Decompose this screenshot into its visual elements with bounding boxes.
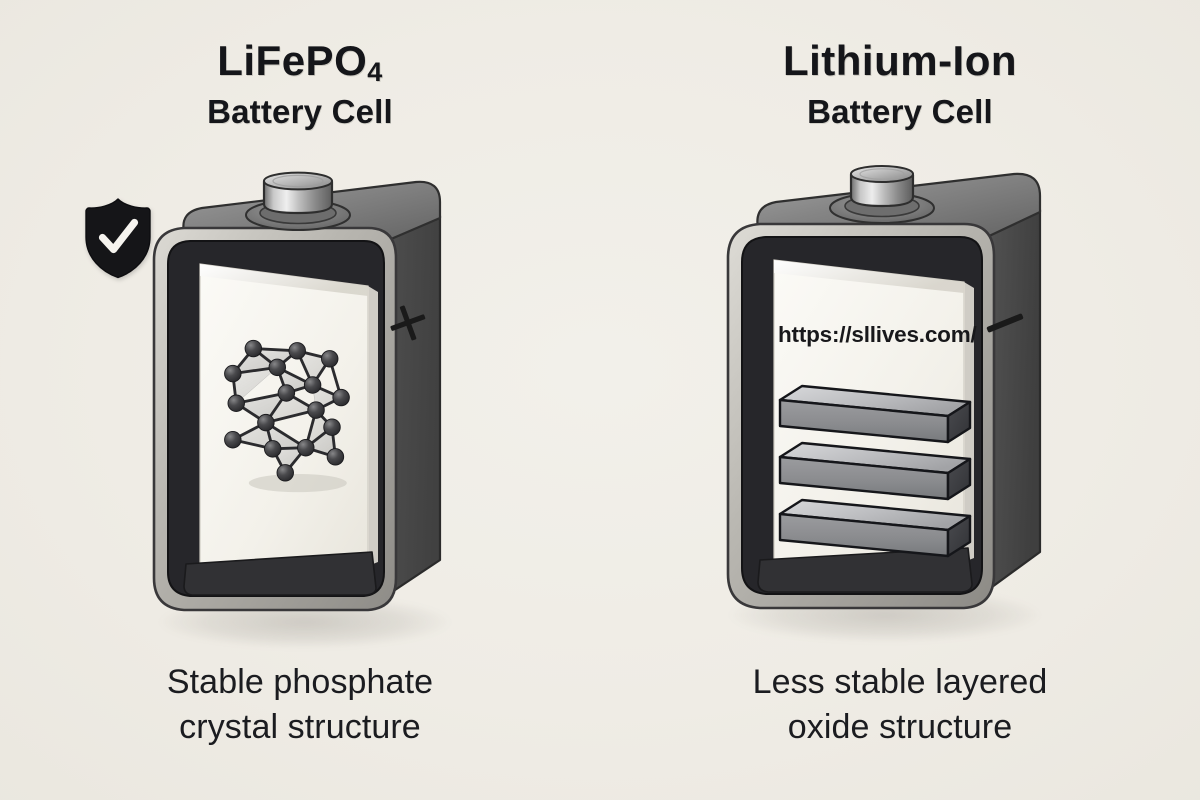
lattice-node	[268, 358, 287, 377]
title-chemistry: Lithium-Ion	[600, 38, 1200, 87]
title-chemistry-main: Lithium-Ion	[782, 37, 1018, 84]
battery-cell-lithium-ion: https://sllives.com/	[718, 160, 1058, 640]
panel-title-lithium-ion: Lithium-Ion Battery Cell	[600, 38, 1200, 131]
lattice-node	[244, 339, 263, 358]
lattice-node	[332, 388, 350, 407]
shield-check-icon	[82, 196, 154, 285]
lattice-node	[303, 376, 322, 394]
title-chemistry: LiFePO4	[0, 38, 600, 87]
lattice-node	[323, 418, 341, 436]
lattice-node	[276, 464, 294, 482]
layered-oxide-slabs	[778, 384, 972, 558]
oxide-slab	[778, 498, 972, 558]
crystal-lattice	[224, 339, 350, 493]
lattice-node	[224, 364, 242, 383]
caption-line-2: crystal structure	[179, 707, 421, 746]
caption-lithium-ion: Less stable layered oxide structure	[600, 660, 1200, 750]
battery-lifepo4-svg	[152, 171, 442, 612]
lattice-nodes	[224, 339, 350, 482]
watermark-url: https://sllives.com/	[778, 322, 978, 347]
battery-liion-svg: https://sllives.com/	[726, 165, 1042, 610]
lattice-node	[277, 384, 296, 402]
caption-line-1: Less stable layered	[752, 663, 1048, 701]
lattice-node	[326, 448, 345, 466]
title-chemistry-main: LiFePO	[217, 37, 368, 84]
lattice-node	[288, 342, 306, 360]
lattice-node	[307, 401, 325, 419]
caption-line-2: oxide structure	[787, 707, 1013, 746]
caption-lifepo4: Stable phosphate crystal structure	[0, 660, 600, 750]
lattice-node	[224, 431, 242, 449]
oxide-slab	[778, 441, 972, 501]
lattice-node	[257, 413, 275, 432]
shield-check-svg	[85, 198, 151, 279]
lattice-node	[320, 350, 339, 368]
panel-lifepo4: LiFePO4 Battery Cell	[0, 38, 600, 750]
panel-title-lifepo4: LiFePO4 Battery Cell	[0, 38, 600, 131]
lattice-node	[297, 438, 315, 457]
panel-lithium-ion: Lithium-Ion Battery Cell	[600, 0, 1200, 800]
slab-end-face	[946, 514, 972, 558]
oxide-slab	[778, 384, 972, 444]
title-subtitle: Battery Cell	[207, 93, 393, 131]
lattice-node	[263, 440, 282, 458]
battery-cell-lifepo4	[140, 168, 460, 638]
caption-line-1: Stable phosphate	[166, 663, 434, 701]
polarity-plus-icon	[390, 305, 426, 341]
slab-end-face	[946, 400, 972, 444]
polarity-minus-icon	[986, 313, 1024, 333]
title-chemistry-subscript: 4	[367, 56, 383, 87]
title-subtitle: Battery Cell	[807, 93, 993, 131]
lattice-node	[227, 394, 245, 412]
slab-end-face	[946, 457, 972, 501]
